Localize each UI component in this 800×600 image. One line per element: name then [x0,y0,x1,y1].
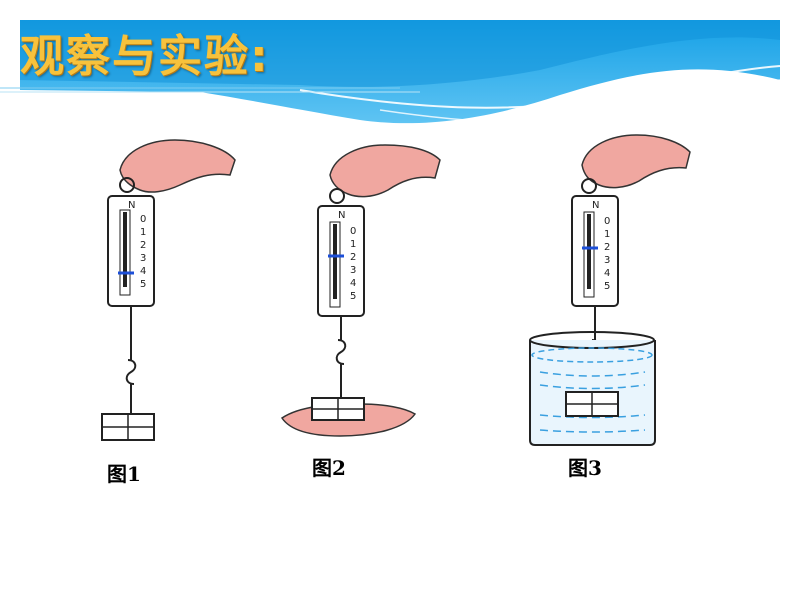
svg-text:2: 2 [350,252,356,263]
scale-unit: N [128,200,135,211]
svg-text:5: 5 [140,279,146,290]
svg-text:0: 0 [350,226,356,237]
figure-1-caption: 图1 [107,462,141,486]
page-title: 观察与实验: [20,31,270,82]
svg-text:3: 3 [604,255,610,266]
svg-text:1: 1 [604,229,610,240]
svg-text:4: 4 [140,266,146,277]
hand-icon [581,134,691,189]
hand-icon [329,144,441,198]
svg-text:4: 4 [604,268,610,279]
svg-text:5: 5 [350,291,356,302]
spring-scale [571,195,619,307]
figure-3: N 0 1 2 3 4 5 [529,134,691,446]
svg-text:0: 0 [140,214,146,225]
svg-text:N: N [338,210,345,221]
hand-icon [119,139,236,193]
header-banner [0,20,781,131]
svg-text:3: 3 [350,265,356,276]
figure-1: N 0 1 2 3 4 5 [101,139,236,441]
svg-text:2: 2 [140,240,146,251]
svg-text:1: 1 [350,239,356,250]
svg-text:0: 0 [604,216,610,227]
svg-text:5: 5 [604,281,610,292]
svg-text:3: 3 [140,253,146,264]
figure-2: N 0 1 2 3 4 5 [280,144,441,437]
svg-text:4: 4 [350,278,356,289]
svg-text:1: 1 [140,227,146,238]
figure-2-caption: 图2 [312,456,346,480]
figure-3-caption: 图3 [568,456,602,480]
spring-scale [107,195,155,307]
spring-scale [317,205,365,317]
svg-text:2: 2 [604,242,610,253]
svg-text:N: N [592,200,599,211]
